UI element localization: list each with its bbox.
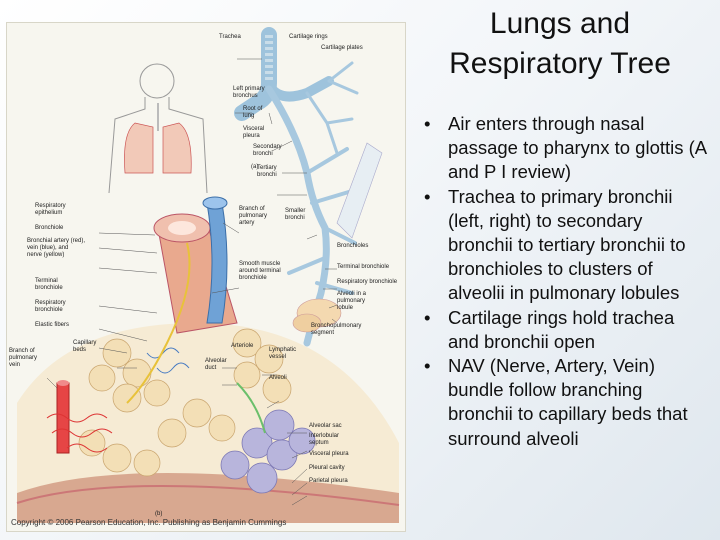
bullet-text: Air enters through nasal passage to phar… xyxy=(448,113,707,183)
label-branch-pulmonary-artery: Branch of pulmonary artery xyxy=(239,206,268,226)
copyright-notice: Copyright © 2006 Pearson Education, Inc.… xyxy=(11,518,287,527)
label-arteriole: Arteriole xyxy=(231,343,254,349)
bullet-glyph: • xyxy=(424,306,431,328)
respiratory-tree-illustration: Trachea Cartilage rings Cartilage plates… xyxy=(6,22,406,532)
bullet-glyph: • xyxy=(424,113,431,134)
bullet-item: • NAV (Nerve, Artery, Vein) bundle follo… xyxy=(418,354,710,451)
label-terminal-bronchiole-a: Terminal bronchiole xyxy=(337,264,390,270)
panel-a-tag: (a) xyxy=(251,164,259,170)
label-smooth-muscle: Smooth muscle around terminal bronchiole xyxy=(239,261,281,281)
label-elastic-fibers: Elastic fibers xyxy=(35,322,70,328)
label-cartilage-rings: Cartilage rings xyxy=(289,34,328,40)
bullet-item: • Trachea to primary bronchii (left, rig… xyxy=(418,185,710,306)
label-interlobular-septum: Interlobular septum xyxy=(309,433,340,446)
torso-silhouette xyxy=(108,63,208,194)
bullet-glyph: • xyxy=(424,355,431,377)
illustration-artwork xyxy=(16,27,400,523)
label-cartilage-plates: Cartilage plates xyxy=(321,45,363,51)
label-terminal-bronchiole-b: Terminal bronchiole xyxy=(35,278,63,291)
label-bronchioles: Bronchioles xyxy=(337,243,369,249)
label-pleural-cavity: Pleural cavity xyxy=(309,465,345,471)
label-bronchopulmonary-segment: Bronchopulmonary segment xyxy=(311,323,362,336)
label-parietal-pleura: Parietal pleura xyxy=(309,478,348,484)
slide-title: Lungs and Respiratory Tree xyxy=(449,7,671,80)
bullet-list: • Air enters through nasal passage to ph… xyxy=(418,112,710,451)
lobule-cross-section xyxy=(16,58,400,523)
label-alveoli-pulmonary-lobule: Alveoli in a pulmonary lobule xyxy=(337,291,367,311)
label-lymphatic-vessel: Lymphatic vessel xyxy=(269,347,297,360)
label-root-of-lung: Root of lung xyxy=(243,106,263,119)
label-bronchial-artery: Bronchial artery (red), vein (blue), and… xyxy=(27,238,86,258)
bullet-text: NAV (Nerve, Artery, Vein) bundle follow … xyxy=(448,355,688,449)
bullet-text: Cartilage rings hold trachea and bronchi… xyxy=(448,306,675,352)
bullet-item: • Air enters through nasal passage to ph… xyxy=(418,112,710,185)
label-smaller-bronchi: Smaller bronchi xyxy=(285,208,306,221)
label-visceral-pleura-a: Visceral pleura xyxy=(243,126,265,139)
label-respiratory-epithelium: Respiratory epithelium xyxy=(35,203,66,216)
panel-b-tag: (b) xyxy=(155,511,163,517)
label-visceral-pleura-b: Visceral pleura xyxy=(309,451,349,457)
label-alveolar-duct: Alveolar duct xyxy=(205,358,227,371)
label-left-primary-bronchus: Left primary bronchus xyxy=(233,86,265,99)
bullet-glyph: • xyxy=(424,185,431,207)
label-alveoli: Alveoli xyxy=(269,375,287,381)
bullet-item: • Cartilage rings hold trachea and bronc… xyxy=(418,306,710,354)
label-respiratory-bronchiole-b: Respiratory bronchiole xyxy=(35,300,66,313)
bullet-text: Trachea to primary bronchii (left, right… xyxy=(448,185,686,304)
label-alveolar-sac: Alveolar sac xyxy=(309,423,342,429)
label-tertiary-bronchi: Tertiary bronchi xyxy=(257,165,277,178)
label-bronchiole: Bronchiole xyxy=(35,225,64,231)
label-respiratory-bronchiole-a: Respiratory bronchiole xyxy=(337,279,398,285)
label-secondary-bronchi: Secondary bronchi xyxy=(253,144,282,157)
label-branch-pulmonary-vein: Branch of pulmonary vein xyxy=(9,348,38,368)
label-trachea: Trachea xyxy=(219,34,241,40)
label-capillary-beds: Capillary beds xyxy=(73,340,97,353)
bronchial-tree xyxy=(234,27,383,347)
